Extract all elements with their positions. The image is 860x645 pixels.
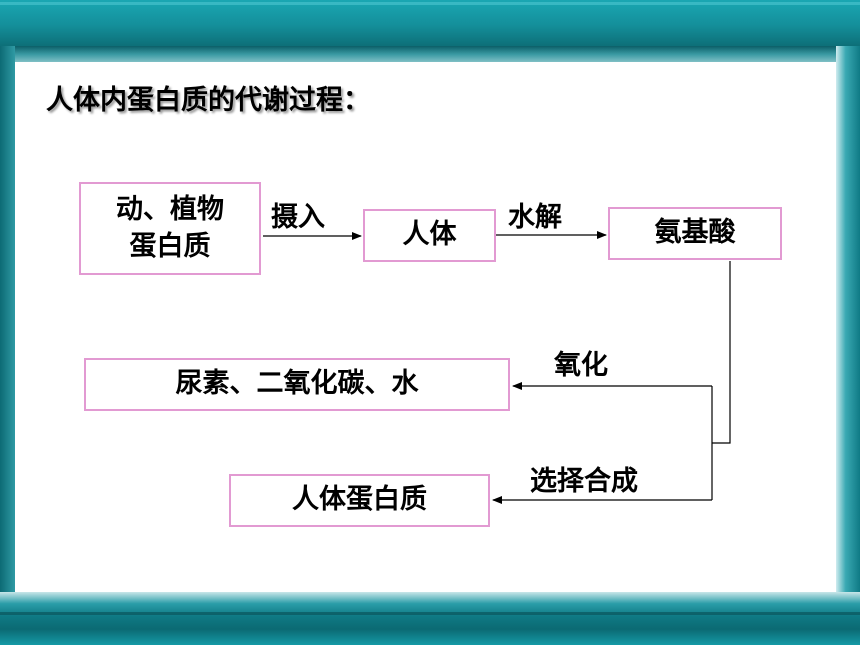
edge-label-synthesis: 选择合成 [530,466,638,497]
slide-title: 人体内蛋白质的代谢过程： [46,85,370,116]
edge-label-oxidation: 氧化 [554,350,608,381]
top-banner-highlight [0,2,860,5]
node-waste-products-label: 尿素、二氧化碳、水 [175,368,419,400]
right-border [836,46,860,602]
node-amino-acids-label: 氨基酸 [654,217,736,249]
node-human-protein-label: 人体蛋白质 [292,484,427,516]
left-border [0,46,15,602]
node-human-body: 人体 [363,209,496,262]
node-waste-products: 尿素、二氧化碳、水 [84,358,510,411]
connector-amino-down [712,261,731,444]
node-human-protein: 人体蛋白质 [229,474,490,527]
node-dietary-protein-line2: 蛋白质 [129,230,211,262]
bottom-banner [0,592,860,645]
node-dietary-protein: 动、植物 蛋白质 [79,182,261,275]
edge-label-hydrolysis: 水解 [508,202,562,233]
node-amino-acids: 氨基酸 [608,207,782,260]
bottom-banner-line [0,612,860,615]
top-banner [0,0,860,46]
edge-label-intake: 摄入 [271,202,325,233]
node-dietary-protein-line1: 动、植物 [116,194,224,226]
node-human-body-label: 人体 [402,219,457,251]
